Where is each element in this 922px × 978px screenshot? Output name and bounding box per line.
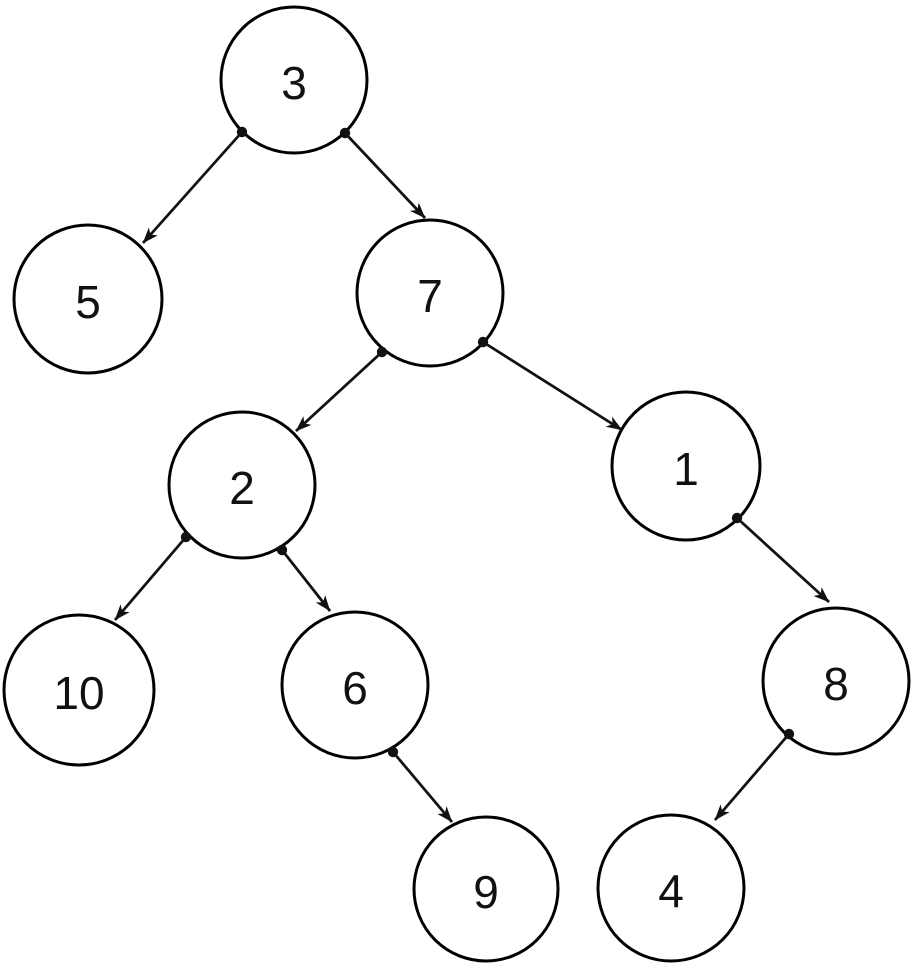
tree-edge-2-to-10 (113, 531, 192, 621)
tree-edge-2-to-6 (276, 544, 332, 612)
tree-node-9: 9 (412, 815, 560, 963)
node-label-5: 5 (75, 276, 101, 328)
tree-node-8: 8 (761, 606, 911, 756)
tree-node-2: 2 (167, 410, 317, 560)
edges-layer (113, 126, 830, 823)
node-label-4: 4 (658, 865, 684, 917)
edge-arrow-line (343, 132, 427, 219)
edge-origin-dot (783, 728, 795, 740)
node-label-7: 7 (417, 270, 443, 322)
node-label-1: 1 (673, 443, 699, 495)
edge-arrow-line (736, 516, 830, 604)
node-label-2: 2 (229, 462, 255, 514)
tree-node-3: 3 (219, 5, 369, 155)
node-circle-8 (761, 606, 911, 756)
tree-edge-7-to-1 (477, 336, 623, 432)
node-circle-3 (219, 5, 369, 155)
node-circle-10 (2, 613, 156, 767)
node-circle-9 (412, 815, 560, 963)
edge-arrow-line (141, 131, 244, 244)
node-circle-7 (355, 218, 505, 368)
edge-origin-dot (180, 531, 192, 543)
node-circle-6 (280, 610, 430, 760)
edge-origin-dot (376, 346, 388, 358)
node-label-3: 3 (281, 57, 307, 109)
edge-origin-dot (477, 336, 489, 348)
edge-arrow-line (113, 536, 188, 621)
edge-origin-dot (339, 127, 351, 139)
tree-node-7: 7 (355, 218, 505, 368)
tree-edge-3-to-5 (141, 126, 248, 244)
node-label-10: 10 (53, 667, 104, 719)
node-label-8: 8 (823, 658, 849, 710)
node-circle-2 (167, 410, 317, 560)
node-circle-5 (12, 223, 164, 375)
tree-edge-7-to-2 (295, 346, 388, 433)
tree-node-1: 1 (610, 390, 762, 542)
edge-arrow-line (482, 340, 623, 432)
tree-edge-6-to-9 (387, 746, 454, 823)
edge-origin-dot (276, 544, 288, 556)
tree-edge-1-to-8 (731, 512, 830, 604)
tree-node-5: 5 (12, 223, 164, 375)
node-circle-4 (596, 813, 746, 963)
node-label-9: 9 (473, 866, 499, 918)
nodes-layer: 3 5 7 2 1 10 6 8 9 4 (2, 5, 911, 963)
edge-arrow-line (295, 350, 383, 433)
edge-arrow-line (713, 733, 791, 821)
node-label-6: 6 (342, 662, 368, 714)
edge-arrow-line (391, 751, 454, 823)
tree-node-4: 4 (596, 813, 746, 963)
tree-edge-3-to-7 (339, 127, 427, 219)
edge-origin-dot (387, 746, 399, 758)
node-circle-1 (610, 390, 762, 542)
tree-node-6: 6 (280, 610, 430, 760)
edge-origin-dot (731, 512, 743, 524)
edge-origin-dot (236, 126, 248, 138)
edge-arrow-line (280, 549, 332, 612)
tree-edge-8-to-4 (713, 728, 795, 821)
tree-node-10: 10 (2, 613, 156, 767)
